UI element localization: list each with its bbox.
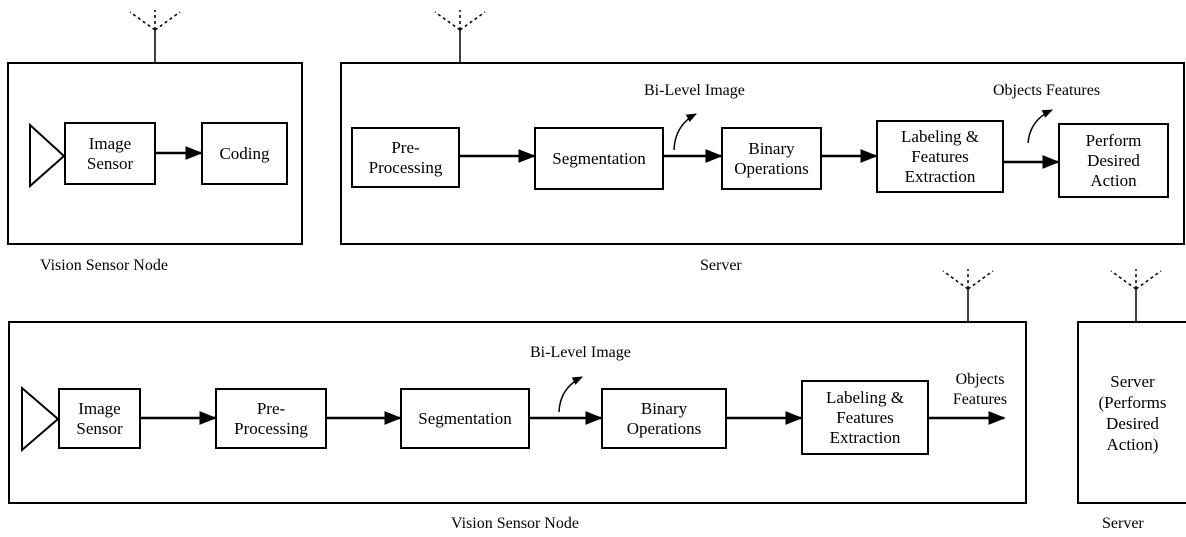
top-server-caption: Server — [700, 257, 742, 274]
bottom-objects-features-label: Objects Features — [952, 371, 1008, 408]
bottom-segmentation-block: Segmentation — [400, 388, 530, 449]
top-coding-block: Coding — [201, 122, 288, 185]
bottom-pre-processing-block: Pre- Processing — [215, 388, 327, 449]
bottom-labeling-block: Labeling & Features Extraction — [801, 380, 929, 455]
bottom-image-sensor-block: Image Sensor — [58, 388, 141, 449]
bottom-vision-sensor-node-frame — [8, 321, 1027, 504]
antenna-icon — [129, 10, 181, 62]
top-image-sensor-block: Image Sensor — [64, 122, 156, 185]
top-vision-sensor-node-frame — [7, 62, 303, 245]
top-bi-level-label: Bi-Level Image — [644, 82, 745, 99]
bottom-vision-sensor-node-caption: Vision Sensor Node — [451, 515, 579, 532]
sensor-lens-icon — [29, 122, 66, 189]
bottom-bi-level-label: Bi-Level Image — [530, 344, 631, 361]
switch-arrow — [558, 376, 583, 413]
bottom-server-box: Server (Performs Desired Action) — [1077, 321, 1186, 504]
top-server-frame — [340, 62, 1185, 245]
bottom-server-caption: Server — [1102, 515, 1144, 532]
top-vision-sensor-node-caption: Vision Sensor Node — [40, 257, 168, 274]
top-segmentation-block: Segmentation — [534, 127, 664, 190]
switch-arrow — [1027, 109, 1053, 144]
antenna-icon — [942, 269, 994, 321]
top-pre-processing-block: Pre- Processing — [351, 127, 460, 188]
sensor-lens-icon — [21, 385, 60, 453]
antenna-icon — [434, 10, 486, 62]
top-objects-features-label: Objects Features — [993, 82, 1101, 99]
top-perform-action-block: Perform Desired Action — [1058, 123, 1169, 198]
top-labeling-block: Labeling & Features Extraction — [876, 120, 1004, 193]
antenna-icon — [1110, 269, 1162, 321]
switch-arrow — [673, 113, 697, 151]
bottom-binary-operations-block: Binary Operations — [601, 388, 727, 449]
top-binary-operations-block: Binary Operations — [721, 127, 822, 190]
